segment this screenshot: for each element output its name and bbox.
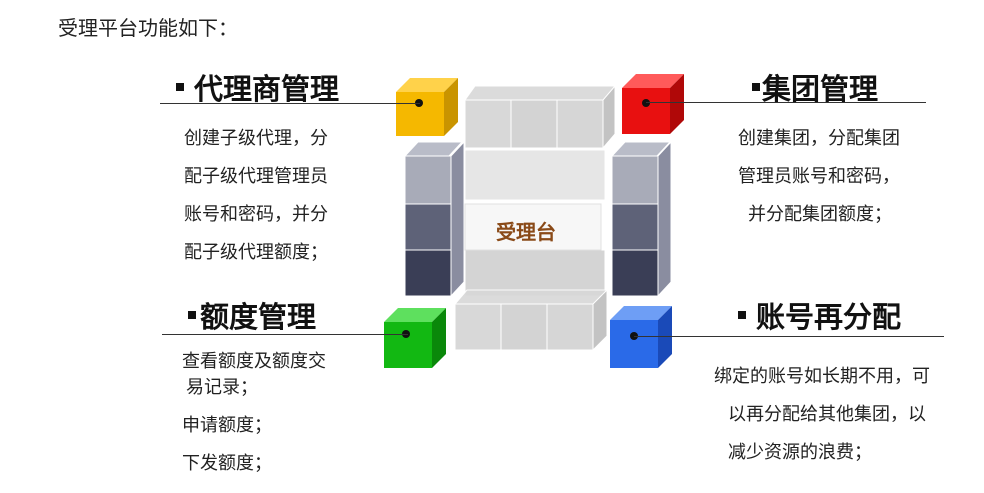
intro-text: 受理平台功能如下： xyxy=(58,16,238,40)
group-desc-line: 创建集团，分配集团 xyxy=(738,128,900,149)
center-label-block xyxy=(464,203,602,251)
middle-cube-block xyxy=(464,149,606,297)
realloc-rule xyxy=(634,336,944,337)
realloc-description: 绑定的账号如长期不用，可 以再分配给其他集团，以 减少资源的浪费； xyxy=(714,358,930,472)
group-description: 创建集团，分配集团 管理员账号和密码， 并分配集团额度； xyxy=(738,120,900,234)
quota-desc-line: 下发额度； xyxy=(182,453,272,474)
agent-desc-line: 配子级代理管理员 xyxy=(184,166,328,187)
agent-desc-line: 配子级代理额度； xyxy=(184,242,328,263)
quota-description: 查看额度及额度交 易记录； 申请额度； 下发额度； xyxy=(182,346,326,480)
realloc-cube-icon xyxy=(610,306,672,368)
agent-rule xyxy=(160,103,420,104)
quota-desc-line: 申请额度； xyxy=(182,415,272,436)
top-cube-row xyxy=(464,84,616,150)
bullet-square-icon xyxy=(752,83,760,91)
quota-title: 额度管理 xyxy=(188,294,316,336)
realloc-desc-line: 以再分配给其他集团，以 xyxy=(728,404,926,425)
group-rule xyxy=(646,102,926,103)
group-cube-icon xyxy=(622,74,684,134)
realloc-title: 账号再分配 xyxy=(738,294,901,336)
quota-desc-line: 易记录； xyxy=(186,377,258,398)
right-cube-column xyxy=(610,140,672,298)
group-connector-dot xyxy=(642,99,650,107)
realloc-desc-line: 绑定的账号如长期不用，可 xyxy=(714,366,930,387)
center-label: 受理台 xyxy=(496,220,556,244)
left-cube-column xyxy=(403,140,465,298)
quota-cube-icon xyxy=(384,308,446,368)
agent-desc-line: 账号和密码，并分 xyxy=(184,204,328,225)
bullet-square-icon xyxy=(738,311,746,319)
group-desc-line: 并分配集团额度； xyxy=(748,204,892,225)
group-title: 集团管理 xyxy=(752,66,878,108)
realloc-desc-line: 减少资源的浪费； xyxy=(728,442,872,463)
agent-cube-icon xyxy=(396,78,458,136)
agent-desc-line: 创建子级代理，分 xyxy=(184,128,328,149)
agent-description: 创建子级代理，分 配子级代理管理员 账号和密码，并分 配子级代理额度； xyxy=(184,120,328,272)
bullet-square-icon xyxy=(176,83,184,91)
agent-title: 代理商管理 xyxy=(176,66,339,108)
bottom-cube-row xyxy=(453,288,609,352)
quota-rule xyxy=(162,334,408,335)
bullet-square-icon xyxy=(188,311,196,319)
quota-desc-line: 查看额度及额度交 xyxy=(182,351,326,372)
group-desc-line: 管理员账号和密码， xyxy=(738,166,900,187)
